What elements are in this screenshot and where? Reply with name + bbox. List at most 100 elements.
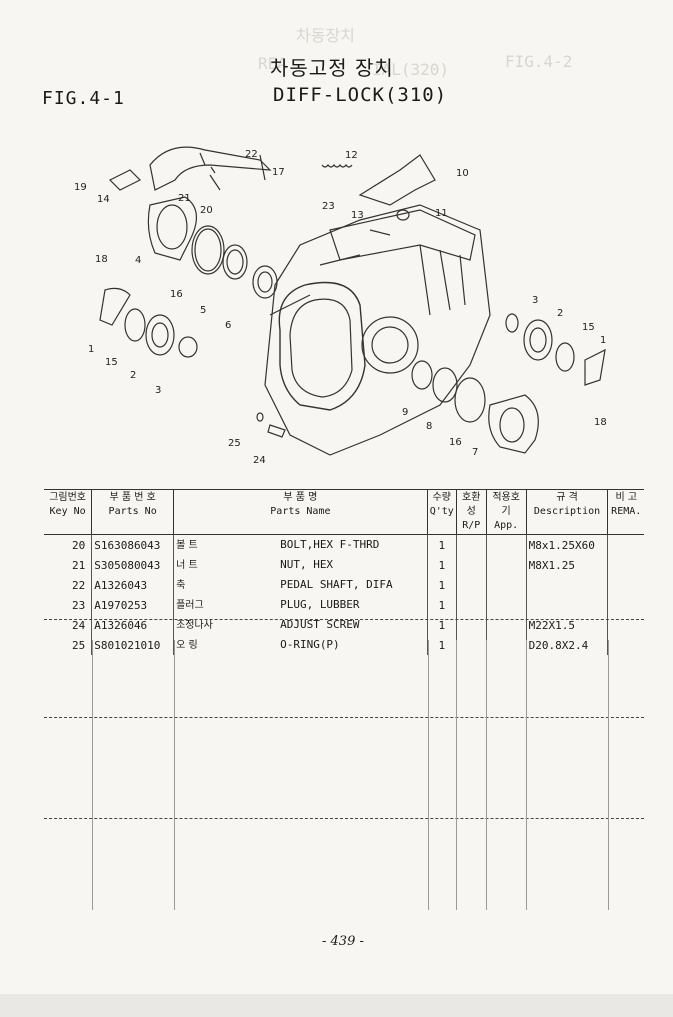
callout-label: 2 bbox=[557, 308, 563, 319]
callout-label: 25 bbox=[228, 438, 241, 449]
description bbox=[525, 575, 608, 595]
callout-label: 1 bbox=[600, 335, 606, 346]
quantity: 1 bbox=[426, 595, 457, 615]
description: D20.8X2.4 bbox=[525, 635, 608, 655]
column-line bbox=[526, 640, 527, 910]
part-name-english: PLUG, LUBBER bbox=[280, 598, 360, 611]
ghost-text: FIG.4-2 bbox=[505, 52, 573, 71]
part-name-korean: 플러그 bbox=[176, 600, 204, 611]
description bbox=[525, 595, 608, 615]
callout-label: 20 bbox=[200, 205, 213, 216]
callout-label: 18 bbox=[594, 417, 607, 428]
quantity: 1 bbox=[426, 615, 457, 635]
applicable-model bbox=[485, 575, 527, 595]
key-number: 21 bbox=[71, 558, 86, 572]
applicable-model bbox=[485, 615, 527, 635]
callout-label: 17 bbox=[272, 167, 285, 178]
part-name-english: NUT, HEX bbox=[280, 558, 334, 571]
page-title: DIFF-LOCK(310) bbox=[273, 84, 448, 106]
callout-label: 4 bbox=[135, 255, 141, 266]
quantity: 1 bbox=[426, 575, 457, 595]
figure-label: FIG.4-1 bbox=[42, 88, 125, 109]
applicable-model bbox=[485, 555, 527, 575]
replacement bbox=[455, 575, 487, 595]
description: M8x1.25X60 bbox=[525, 534, 608, 555]
part-name-english: PEDAL SHAFT, DIFA bbox=[280, 578, 393, 591]
page-title-korean: 차동고정 장치 bbox=[270, 56, 394, 80]
part-name-english: O-RING(P) bbox=[280, 638, 340, 651]
description: M8X1.25 bbox=[525, 555, 608, 575]
remarks bbox=[607, 534, 644, 555]
callout-label: 13 bbox=[351, 210, 364, 221]
callout-label: 7 bbox=[472, 447, 478, 458]
callout-label: 11 bbox=[435, 208, 448, 219]
callout-label: 16 bbox=[449, 437, 462, 448]
callout-label: 8 bbox=[426, 421, 432, 432]
callout-label: 5 bbox=[200, 305, 206, 316]
description: M22X1.5 bbox=[525, 615, 608, 635]
applicable-model bbox=[485, 595, 527, 615]
part-number: S163086043 bbox=[91, 534, 174, 555]
ghost-text: 차동장치 bbox=[296, 26, 355, 45]
ghost-text: REA bbox=[258, 54, 287, 73]
key-number: 25 bbox=[71, 638, 86, 652]
part-number: S305080043 bbox=[91, 555, 174, 575]
callout-label: 10 bbox=[456, 168, 469, 179]
remarks bbox=[607, 555, 644, 575]
quantity: 1 bbox=[426, 534, 457, 555]
remarks bbox=[607, 595, 644, 615]
callout-label: 3 bbox=[532, 295, 538, 306]
callout-label: 24 bbox=[253, 455, 266, 466]
part-name-english: BOLT,HEX F-THRD bbox=[280, 538, 380, 551]
part-number: A1970253 bbox=[91, 595, 174, 615]
callout-label: 2 bbox=[130, 370, 136, 381]
scan-edge bbox=[0, 994, 673, 1017]
column-line bbox=[486, 640, 487, 910]
replacement bbox=[455, 555, 487, 575]
part-name-korean: 오 링 bbox=[176, 640, 198, 651]
remarks bbox=[607, 615, 644, 635]
callout-label: 16 bbox=[170, 289, 183, 300]
callout-label: 22 bbox=[245, 149, 258, 160]
part-name: 플러그 PLUG, LUBBER bbox=[173, 595, 428, 615]
callout-label: 21 bbox=[178, 193, 191, 204]
applicable-model bbox=[485, 635, 527, 655]
part-number: S801021010 bbox=[91, 635, 174, 655]
callout-label: 14 bbox=[97, 194, 110, 205]
applicable-model bbox=[485, 534, 527, 555]
part-number: A1326046 bbox=[91, 615, 174, 635]
column-line bbox=[174, 640, 175, 910]
callout-label: 9 bbox=[402, 407, 408, 418]
exploded-parts-diagram: 19 14 22 17 21 20 4 18 16 5 6 1 15 2 3 1… bbox=[74, 146, 607, 466]
part-name-english: ADJUST SCREW bbox=[280, 618, 360, 631]
callout-label: 18 bbox=[95, 254, 108, 265]
replacement bbox=[455, 635, 487, 655]
part-name: 오 링 O-RING(P) bbox=[173, 635, 428, 655]
callout-label: 1 bbox=[88, 344, 94, 355]
row-divider-dashed bbox=[44, 717, 644, 718]
part-number: A1326043 bbox=[91, 575, 174, 595]
remarks bbox=[607, 575, 644, 595]
row-divider-dashed bbox=[44, 818, 644, 819]
callout-label: 6 bbox=[225, 320, 231, 331]
diagram-artwork bbox=[99, 146, 606, 456]
callout-label: 12 bbox=[345, 150, 358, 161]
part-name-korean: 볼 트 bbox=[176, 540, 198, 551]
column-line bbox=[92, 640, 93, 910]
column-line bbox=[456, 640, 457, 910]
part-name-korean: 너 트 bbox=[176, 560, 198, 571]
